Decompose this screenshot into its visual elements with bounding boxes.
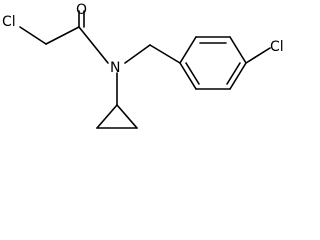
- bond-ring-chlorine: [245, 47, 271, 64]
- bond-ring-4: [229, 62, 247, 90]
- bond-cyclopropyl-3: [116, 104, 138, 129]
- bond-ring-1: [179, 36, 197, 64]
- bond-ring-3: [229, 36, 247, 64]
- atom-label-oxygen: O: [76, 2, 87, 18]
- bond-ring-inner-3: [185, 62, 200, 85]
- atom-labels: Cl O N Cl: [2, 2, 284, 76]
- bond-cl-ch2: [19, 26, 47, 45]
- bond-ring-6: [179, 62, 197, 90]
- bond-cyclopropyl-1: [96, 104, 118, 129]
- bond-benzyl-ring: [149, 44, 181, 64]
- bond-carbonyl-nitrogen: [78, 26, 109, 64]
- atom-label-chlorine-left: Cl: [2, 14, 16, 30]
- bond-nitrogen-benzyl: [124, 44, 151, 64]
- chemical-structure-diagram: Cl O N Cl: [2, 2, 284, 129]
- bonds: [19, 10, 271, 129]
- bond-ring-inner-2: [226, 62, 241, 85]
- atom-label-nitrogen: N: [110, 60, 120, 76]
- atom-label-chlorine-right: Cl: [270, 39, 284, 55]
- bond-ch2-carbonyl: [45, 26, 80, 45]
